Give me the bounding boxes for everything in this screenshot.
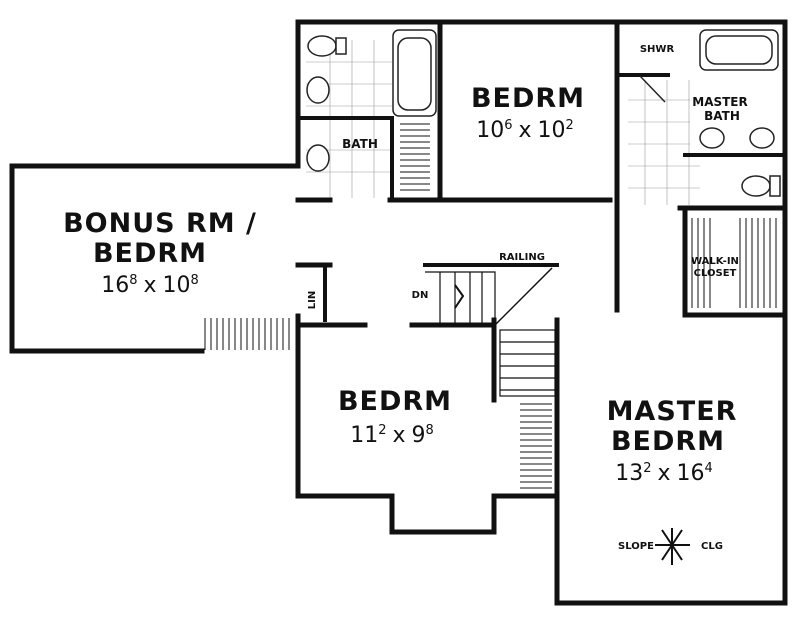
bathtub-icon — [392, 29, 437, 117]
bath-label: BATH — [342, 137, 378, 151]
master-bath-tile-floor — [628, 80, 700, 205]
shower-label: SHWR — [640, 44, 675, 55]
bedroom-top-name: BEDRM — [471, 83, 585, 114]
master-bath-label-line1: MASTER — [692, 95, 748, 109]
master-bath-label-line2: BATH — [704, 109, 740, 123]
slope-label: SLOPE — [618, 541, 654, 552]
master-bedroom-name-line2: BEDRM — [611, 426, 725, 457]
master-toilet-icon — [741, 175, 771, 197]
shower-door — [639, 75, 666, 103]
staircase — [425, 267, 556, 397]
master-sink-icon — [699, 127, 725, 149]
sink-icon — [306, 76, 330, 104]
master-tub-icon — [699, 29, 779, 71]
dn-arrow-icon — [454, 284, 465, 309]
bonus-room-name-line1: BONUS RM / — [63, 208, 257, 239]
fixtures — [306, 29, 781, 197]
walkin-closet-label-line2: CLOSET — [694, 268, 737, 279]
walkin-closet-label-line1: WALK-IN — [691, 256, 739, 267]
toilet-icon — [307, 35, 337, 57]
linen-closet-label: LIN — [307, 291, 318, 309]
bonus-room-name-line2: BEDRM — [93, 238, 207, 269]
dn-label: DN — [412, 290, 429, 301]
railing-label: RAILING — [499, 252, 545, 263]
bedroom-bay-walls — [295, 329, 560, 535]
bedroom-mid-name: BEDRM — [338, 386, 452, 417]
master-sink-icon-2 — [749, 127, 775, 149]
slope-ceiling-icon — [655, 528, 690, 565]
walls — [9, 19, 788, 606]
clg-label: CLG — [701, 541, 723, 552]
master-bedroom-name-line1: MASTER — [607, 396, 738, 427]
bonus-room-walls — [9, 163, 301, 354]
sink-icon-2 — [306, 144, 330, 172]
closet-hatching — [204, 123, 777, 489]
